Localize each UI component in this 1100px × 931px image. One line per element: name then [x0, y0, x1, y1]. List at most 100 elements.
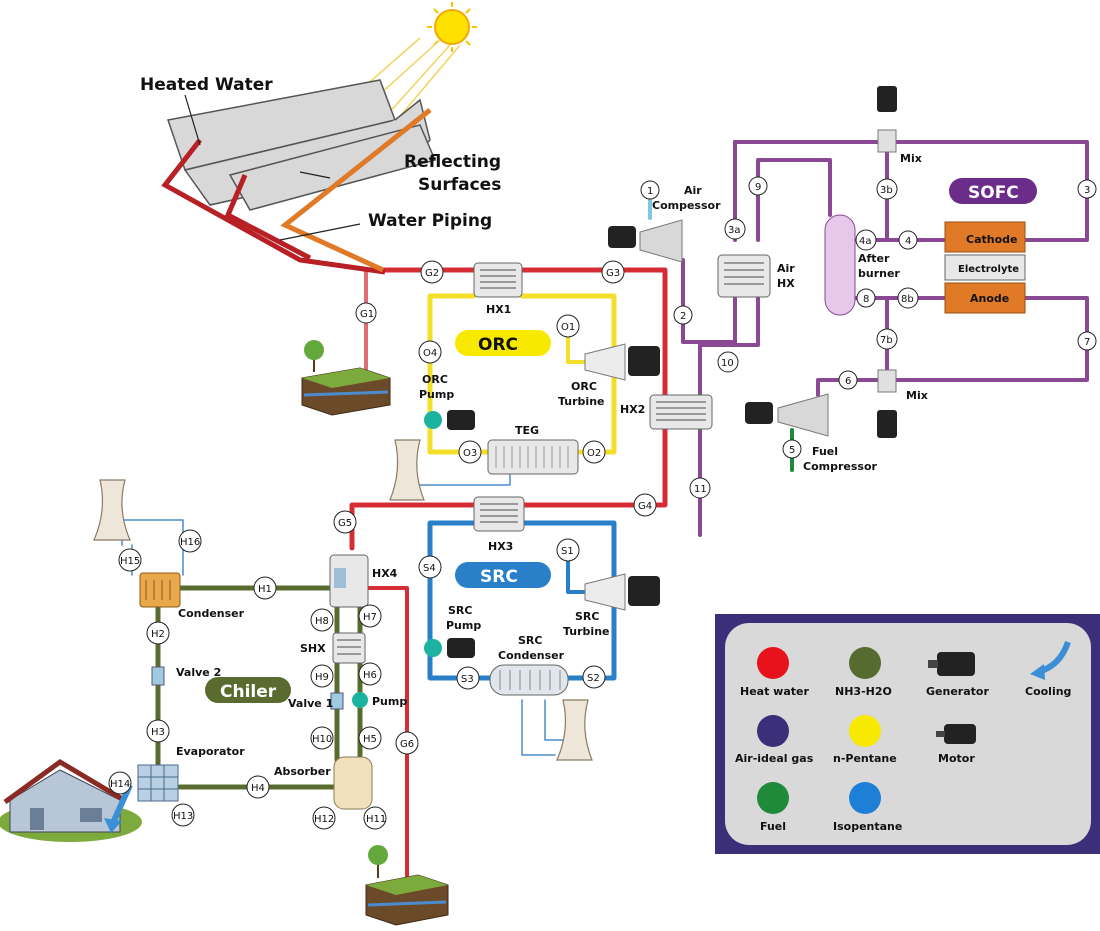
- valve-1-label: Valve 1: [288, 697, 333, 710]
- svg-text:4a: 4a: [859, 236, 872, 247]
- solar-pipe-orange: [280, 108, 432, 273]
- reflecting-surfaces-label-1: Reflecting: [404, 152, 501, 172]
- generator-icon: [628, 346, 660, 376]
- ground-icon-top: [301, 340, 391, 416]
- orc-cycle: ORC ORC Turbine ORC Pump TEG: [419, 330, 660, 475]
- tree-icon: [368, 845, 388, 865]
- node-G4: G4: [633, 493, 657, 517]
- svg-text:H12: H12: [314, 814, 334, 825]
- shx-label: SHX: [300, 642, 326, 655]
- legend-label-air-ideal-gas: Air-ideal gas: [735, 752, 814, 765]
- heated-water-label: Heated Water: [140, 75, 273, 95]
- src-condenser-label-2: Condenser: [498, 649, 565, 662]
- node-H11: H11: [363, 806, 387, 830]
- svg-text:5: 5: [789, 445, 795, 456]
- src-pump: [424, 638, 475, 658]
- svg-text:8b: 8b: [901, 294, 914, 305]
- tree-icon: [304, 340, 324, 360]
- svg-text:O3: O3: [463, 448, 477, 459]
- svg-text:S2: S2: [587, 673, 600, 684]
- node-9: 9: [748, 176, 768, 196]
- legend-label-cooling: Cooling: [1025, 685, 1071, 698]
- src-title: SRC: [480, 567, 518, 587]
- legend: Heat water NH3-H2O Generator Cooling Air…: [715, 614, 1100, 854]
- node-H3: H3: [146, 719, 170, 743]
- node-3: 3: [1077, 179, 1097, 199]
- generator-icon: [628, 576, 660, 606]
- cooling-tower-icon: [389, 439, 425, 501]
- pipe-air-6: [816, 378, 889, 397]
- chiller-cycle: Condenser Evaporator Absorber Valve 2 Va…: [137, 572, 407, 810]
- valve-2-icon: [151, 666, 165, 686]
- svg-text:G6: G6: [400, 739, 414, 750]
- svg-text:H4: H4: [251, 783, 265, 794]
- src-pump-label-2: Pump: [446, 619, 481, 632]
- src-condenser-label-1: SRC: [518, 634, 542, 647]
- svg-text:H1: H1: [258, 584, 272, 595]
- node-H14: H14: [108, 771, 132, 795]
- svg-text:H11: H11: [366, 814, 386, 825]
- legend-label-nh3-h2o: NH3-H2O: [835, 685, 892, 698]
- sun-icon: [434, 9, 470, 45]
- house-icon: [0, 759, 142, 842]
- svg-text:G4: G4: [638, 501, 652, 512]
- fuel-compressor-label-1: Fuel: [812, 445, 838, 458]
- legend-swatch-air-ideal-gas: [757, 715, 789, 747]
- svg-text:3b: 3b: [880, 185, 893, 196]
- node-10: 10: [717, 351, 739, 373]
- cathode-label: Cathode: [966, 233, 1017, 246]
- mix-bottom: Mix: [877, 369, 928, 438]
- svg-text:9: 9: [755, 182, 761, 193]
- legend-swatch-isopentane: [849, 782, 881, 814]
- orc-pump-label-1: ORC: [422, 373, 448, 386]
- absorber-unit: [333, 756, 373, 810]
- node-7: 7: [1077, 331, 1097, 351]
- water-piping-label: Water Piping: [368, 211, 492, 231]
- motor-icon: [877, 86, 897, 112]
- solar-pipe-red-2: [224, 174, 312, 261]
- node-H5: H5: [358, 726, 382, 750]
- air-hx-heat-exchanger: Air HX: [717, 254, 795, 298]
- reflecting-surfaces-icon: [167, 79, 437, 211]
- motor-icon: [745, 402, 773, 424]
- legend-swatch-nh3-h2o: [849, 647, 881, 679]
- svg-text:4: 4: [905, 236, 911, 247]
- after-burner-label-1: After: [858, 252, 890, 265]
- node-H2: H2: [146, 621, 170, 645]
- svg-text:H15: H15: [120, 556, 140, 567]
- reflecting-surfaces-label-2: Surfaces: [418, 175, 501, 195]
- fuel-compressor: Fuel Compressor: [745, 393, 878, 473]
- node-8: 8: [856, 288, 876, 308]
- node-H8: H8: [310, 608, 334, 632]
- node-S2: S2: [582, 665, 606, 689]
- node-G5: G5: [333, 510, 357, 534]
- legend-label-n-pentane: n-Pentane: [833, 752, 897, 765]
- hx4-label: HX4: [372, 567, 398, 580]
- node-4a: 4a: [855, 229, 877, 251]
- svg-text:10: 10: [721, 358, 734, 369]
- src-pump-label-1: SRC: [448, 604, 472, 617]
- hx3-label: HX3: [488, 540, 513, 553]
- node-H6: H6: [358, 662, 382, 686]
- pipe-orc-turbine: [566, 334, 587, 364]
- orc-turbine: [584, 343, 660, 381]
- node-O4: O4: [418, 340, 442, 364]
- sofc-block: Cathode Electrolyte Anode SOFC: [944, 178, 1037, 314]
- svg-text:7: 7: [1084, 337, 1090, 348]
- valve-2-label: Valve 2: [176, 666, 221, 679]
- svg-text:H14: H14: [110, 779, 130, 790]
- air-compressor: Air Compessor: [608, 184, 721, 263]
- svg-text:H16: H16: [180, 537, 200, 548]
- motor-icon: [447, 638, 475, 658]
- hx2-label: HX2: [620, 403, 645, 416]
- chiller-title: Chiler: [220, 682, 277, 702]
- node-6: 6: [838, 370, 858, 390]
- air-compressor-label-2: Compessor: [652, 199, 721, 212]
- legend-label-heat-water: Heat water: [740, 685, 809, 698]
- evaporator-unit: [137, 764, 179, 802]
- electrolyte-label: Electrolyte: [958, 264, 1019, 275]
- solar-pipe-red: [161, 138, 386, 275]
- hx1-heat-exchanger: HX1: [473, 262, 523, 316]
